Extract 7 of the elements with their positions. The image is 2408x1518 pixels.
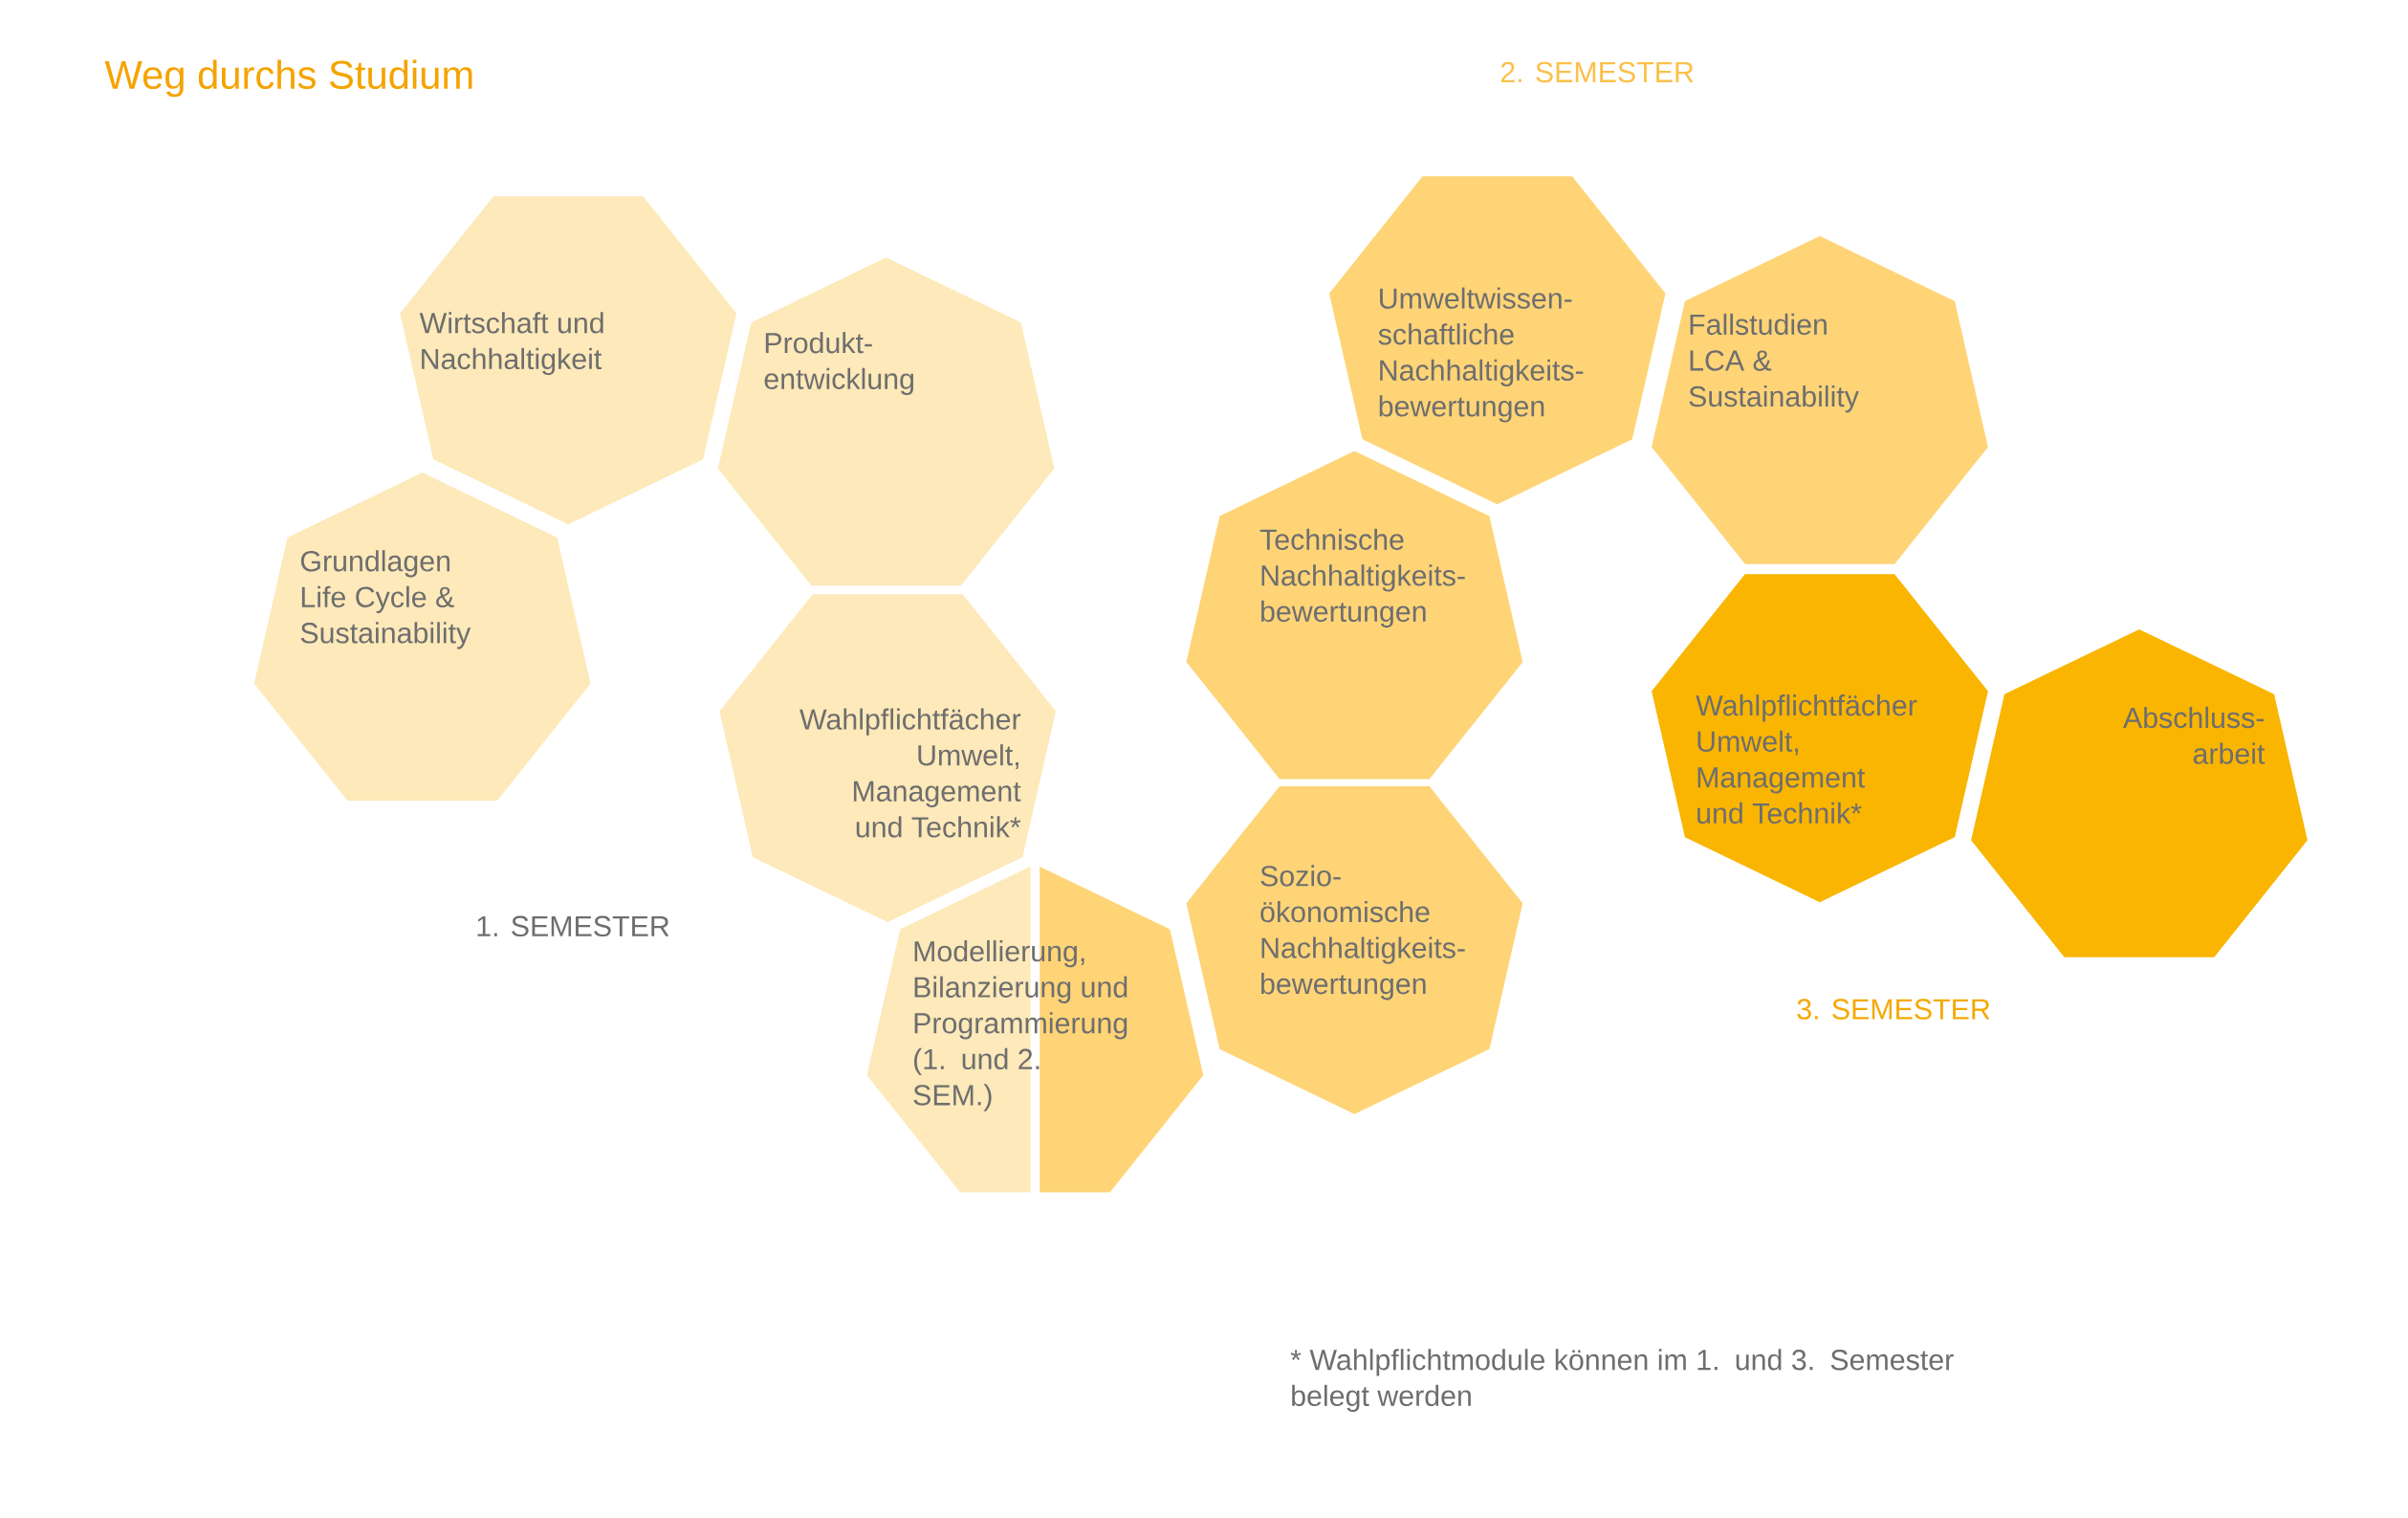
semester-label: 3. SEMESTER bbox=[1797, 999, 1990, 1020]
semester-label: 1. SEMESTER bbox=[477, 915, 669, 937]
heptagon: Wahlpflichtfächer Umwelt, Management und Technik* bbox=[1646, 569, 1994, 908]
footnote: * Wahlpflichtmodule können im 1. und 3. Semester belegt werden bbox=[1290, 1349, 1954, 1413]
title: Weg durchs Studium bbox=[104, 59, 472, 98]
heptagon: Modellierung, Bilanzierung und Programmierung (1. und 2. SEM.) bbox=[862, 859, 1209, 1199]
semester-label: 2. SEMESTER bbox=[1500, 61, 1694, 83]
